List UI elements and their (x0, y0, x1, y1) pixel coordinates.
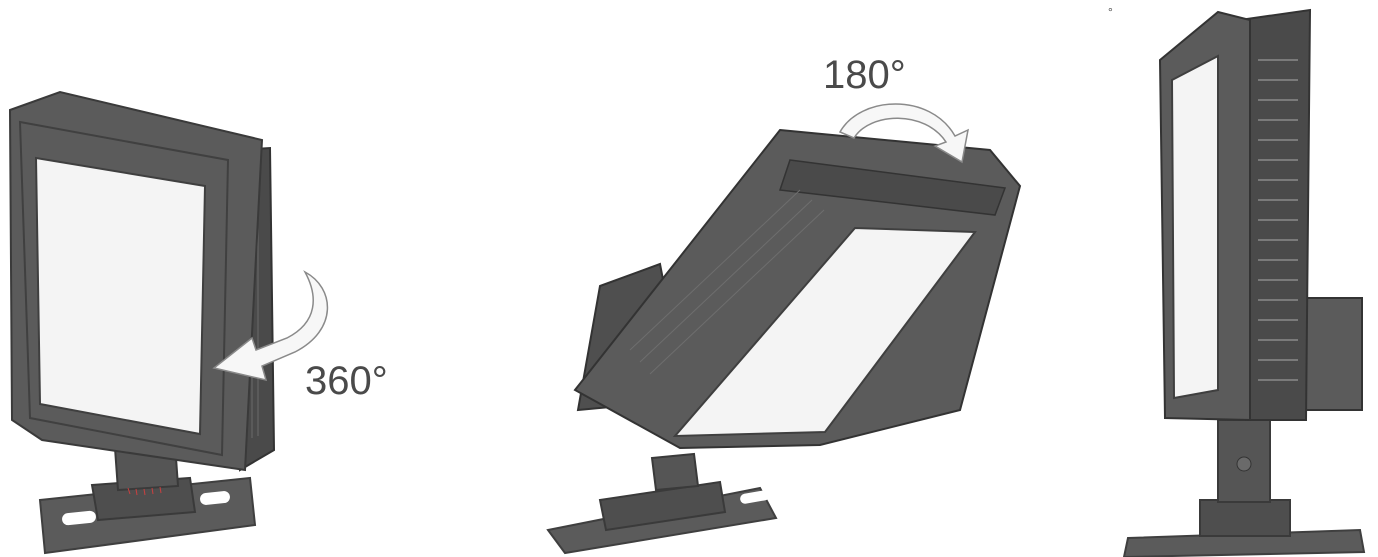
rotation-arrow-360 (212, 270, 329, 382)
heatsink-fins (1258, 59, 1298, 381)
light-panel-right (1170, 54, 1219, 400)
rotation-label-180: 180° (823, 53, 906, 97)
light-panel-middle (672, 226, 977, 438)
fixture-right (1122, 8, 1366, 557)
angle-scale-marks (127, 486, 162, 496)
fixture-housing-middle (573, 128, 1022, 450)
fixture-left (8, 90, 329, 555)
light-panel-left (34, 156, 207, 436)
rotation-label-360: 360° (305, 359, 388, 403)
rotation-arrow-180 (838, 103, 970, 164)
fixture-middle (546, 103, 1022, 555)
corner-degree-mark: ° (1108, 5, 1113, 19)
